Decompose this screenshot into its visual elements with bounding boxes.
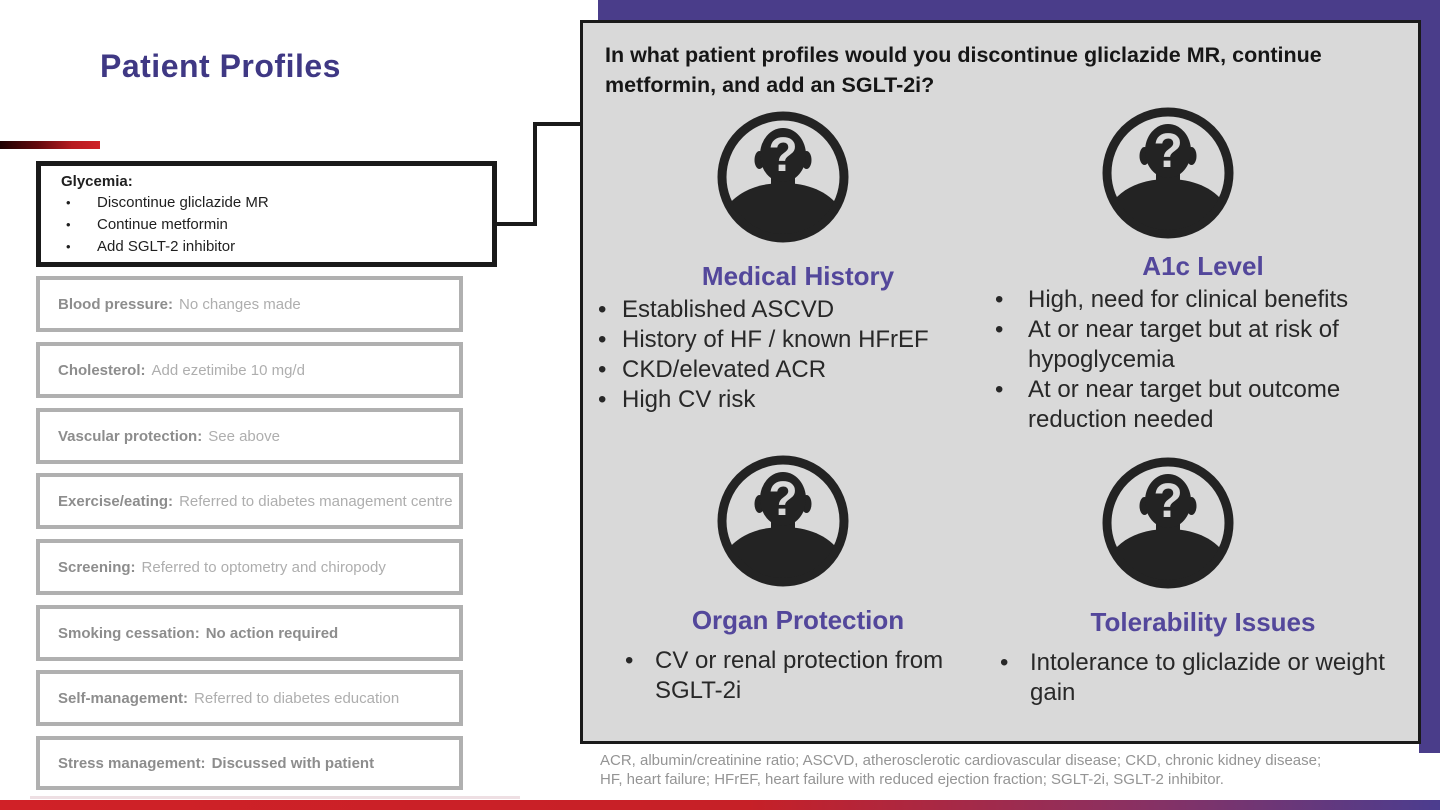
profile-bullet-list: CV or renal protection from SGLT-2i (625, 646, 998, 706)
anonymous-person-question-icon: ? (715, 109, 851, 245)
box-label: Vascular protection: (58, 427, 203, 445)
management-box-vascular-protection: Vascular protection: See above (36, 408, 463, 464)
box-label: Exercise/eating: (58, 492, 174, 510)
profile-bullet: At or near target but outcome reduction … (995, 375, 1418, 435)
box-label: Screening: (58, 558, 136, 576)
management-box-stress-management: Stress management: Discussed with patien… (36, 736, 463, 790)
management-box-blood-pressure: Blood pressure: No changes made (36, 276, 463, 332)
box-label: Smoking cessation: (58, 624, 200, 642)
glycemia-item: Continue metformin (61, 214, 482, 236)
management-box-screening: Screening: Referred to optometry and chi… (36, 539, 463, 595)
glycemia-box: Glycemia: Discontinue gliclazide MR Cont… (36, 161, 497, 267)
abbreviations-footnote: ACR, albumin/creatinine ratio; ASCVD, at… (600, 752, 1412, 789)
profile-section-organ-protection: ? Organ Protection CV or renal protectio… (598, 453, 998, 706)
profile-section-medical-history: ? Medical History Established ASCVD Hist… (598, 109, 998, 415)
anonymous-person-question-icon: ? (715, 453, 851, 589)
profile-heading: Tolerability Issues (1090, 607, 1316, 637)
profile-section-a1c-level: ? A1c Level High, need for clinical bene… (988, 105, 1418, 435)
box-label: Stress management: (58, 754, 206, 772)
svg-text:?: ? (768, 473, 797, 526)
profile-bullet: High, need for clinical benefits (995, 285, 1418, 315)
faint-divider-line (30, 796, 520, 799)
box-label: Cholesterol: (58, 361, 146, 379)
profile-bullet: History of HF / known HFrEF (598, 325, 998, 355)
management-box-cholesterol: Cholesterol: Add ezetimibe 10 mg/d (36, 342, 463, 398)
profile-bullet: Established ASCVD (598, 295, 998, 325)
box-value: Referred to diabetes management centre (179, 492, 453, 510)
anonymous-person-question-icon: ? (1100, 455, 1236, 591)
svg-text:?: ? (1153, 475, 1182, 528)
connector-line (533, 122, 537, 226)
glycemia-item: Add SGLT-2 inhibitor (61, 236, 482, 258)
box-value: Referred to optometry and chiropody (141, 558, 386, 576)
box-value: See above (208, 427, 280, 445)
box-label: Self-management: (58, 689, 189, 707)
red-accent-bar (0, 141, 100, 149)
management-box-self-management: Self-management: Referred to diabetes ed… (36, 670, 463, 726)
profile-heading: Medical History (701, 261, 895, 291)
page-title: Patient Profiles (100, 48, 341, 84)
anonymous-person-question-icon: ? (1100, 105, 1236, 241)
management-box-exercise-eating: Exercise/eating: Referred to diabetes ma… (36, 473, 463, 529)
profile-bullet-list: High, need for clinical benefits At or n… (995, 285, 1418, 435)
profile-heading: Organ Protection (691, 605, 905, 635)
bottom-gradient-bar (0, 800, 1440, 810)
profile-bullet-list: Intolerance to gliclazide or weight gain (1000, 648, 1418, 708)
connector-line (533, 122, 580, 126)
svg-text:?: ? (1153, 125, 1182, 178)
box-value: Referred to diabetes education (194, 689, 400, 707)
footnote-line: ACR, albumin/creatinine ratio; ASCVD, at… (600, 752, 1322, 769)
profile-bullet: At or near target but at risk of hypogly… (995, 315, 1418, 375)
question-text: In what patient profiles would you disco… (605, 43, 1322, 97)
glycemia-item: Discontinue gliclazide MR (61, 192, 482, 214)
profile-bullet-list: Established ASCVD History of HF / known … (598, 295, 998, 415)
footnote-line: HF, heart failure; HFrEF, heart failure … (600, 770, 1224, 788)
profile-section-tolerability-issues: ? Tolerability Issues Intolerance to gli… (988, 455, 1418, 708)
svg-text:?: ? (768, 129, 797, 182)
profile-bullet: CV or renal protection from SGLT-2i (625, 646, 998, 706)
glycemia-list: Discontinue gliclazide MR Continue metfo… (61, 192, 482, 258)
connector-line (497, 222, 537, 226)
glycemia-label: Glycemia: (61, 173, 133, 190)
box-label: Blood pressure: (58, 295, 174, 313)
profile-bullet: Intolerance to gliclazide or weight gain (1000, 648, 1418, 708)
purple-accent-band-right (1419, 0, 1440, 753)
profile-bullet: CKD/elevated ACR (598, 355, 998, 385)
box-value: Discussed with patient (211, 754, 375, 772)
box-value: Add ezetimibe 10 mg/d (151, 361, 305, 379)
profile-bullet: High CV risk (598, 385, 998, 415)
profile-heading: A1c Level (1142, 251, 1264, 281)
question-panel: In what patient profiles would you disco… (580, 20, 1421, 744)
management-box-smoking-cessation: Smoking cessation: No action required (36, 605, 463, 661)
box-value: No changes made (179, 295, 301, 313)
box-value: No action required (205, 624, 339, 642)
